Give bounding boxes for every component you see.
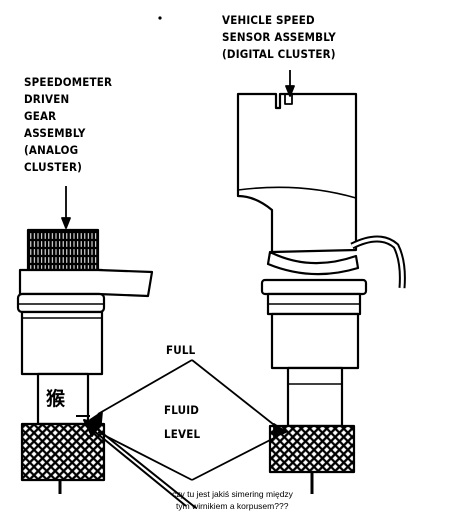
full-label: FULL (166, 343, 196, 357)
fluid-label: FLUID (164, 403, 200, 417)
sensor-rotor-gear (268, 424, 356, 474)
level-label: LEVEL (164, 427, 201, 441)
fluid-level-diamond (89, 359, 287, 481)
vehicle-speed-sensor-assembly (236, 92, 406, 494)
vss-label-line2: SENSOR ASSEMBLY (222, 30, 336, 44)
sdg-label-line2: DRIVEN (24, 92, 70, 106)
flange-tab (97, 268, 154, 298)
vss-label-line1: VEHICLE SPEED (222, 13, 315, 27)
stamp-glyph: 猴 (46, 388, 66, 410)
flange-body (18, 268, 104, 296)
seal-question-arrow (76, 415, 197, 509)
sensor-housing (236, 92, 358, 254)
main-body (20, 310, 104, 376)
sdg-label-line4: ASSEMBLY (24, 126, 86, 140)
speedometer-driven-gear-assembly (16, 228, 154, 494)
housing-notch (284, 94, 293, 105)
collar (16, 292, 106, 314)
sensor-shaft (286, 366, 344, 428)
wire-grommet (266, 250, 360, 276)
sensor-body (270, 312, 360, 370)
annotation-note-line2: tym wirnikiem a korpusem??? (176, 501, 289, 511)
sdg-label-line3: GEAR (24, 109, 57, 123)
sdg-label-line6: CLUSTER) (24, 160, 83, 174)
sensor-flange (260, 278, 368, 296)
callout-arrows (61, 16, 295, 229)
sdg-label-line1: SPEEDOMETER (24, 75, 113, 89)
annotation-note-line1: czy tu jest jakiś simering między (172, 489, 293, 499)
threaded-cap (26, 228, 100, 272)
vss-label-line3: (DIGITAL CLUSTER) (222, 47, 336, 61)
sdg-label-line5: (ANALOG (24, 143, 79, 157)
housing-bevel (237, 186, 357, 199)
ink-dot (158, 16, 162, 20)
